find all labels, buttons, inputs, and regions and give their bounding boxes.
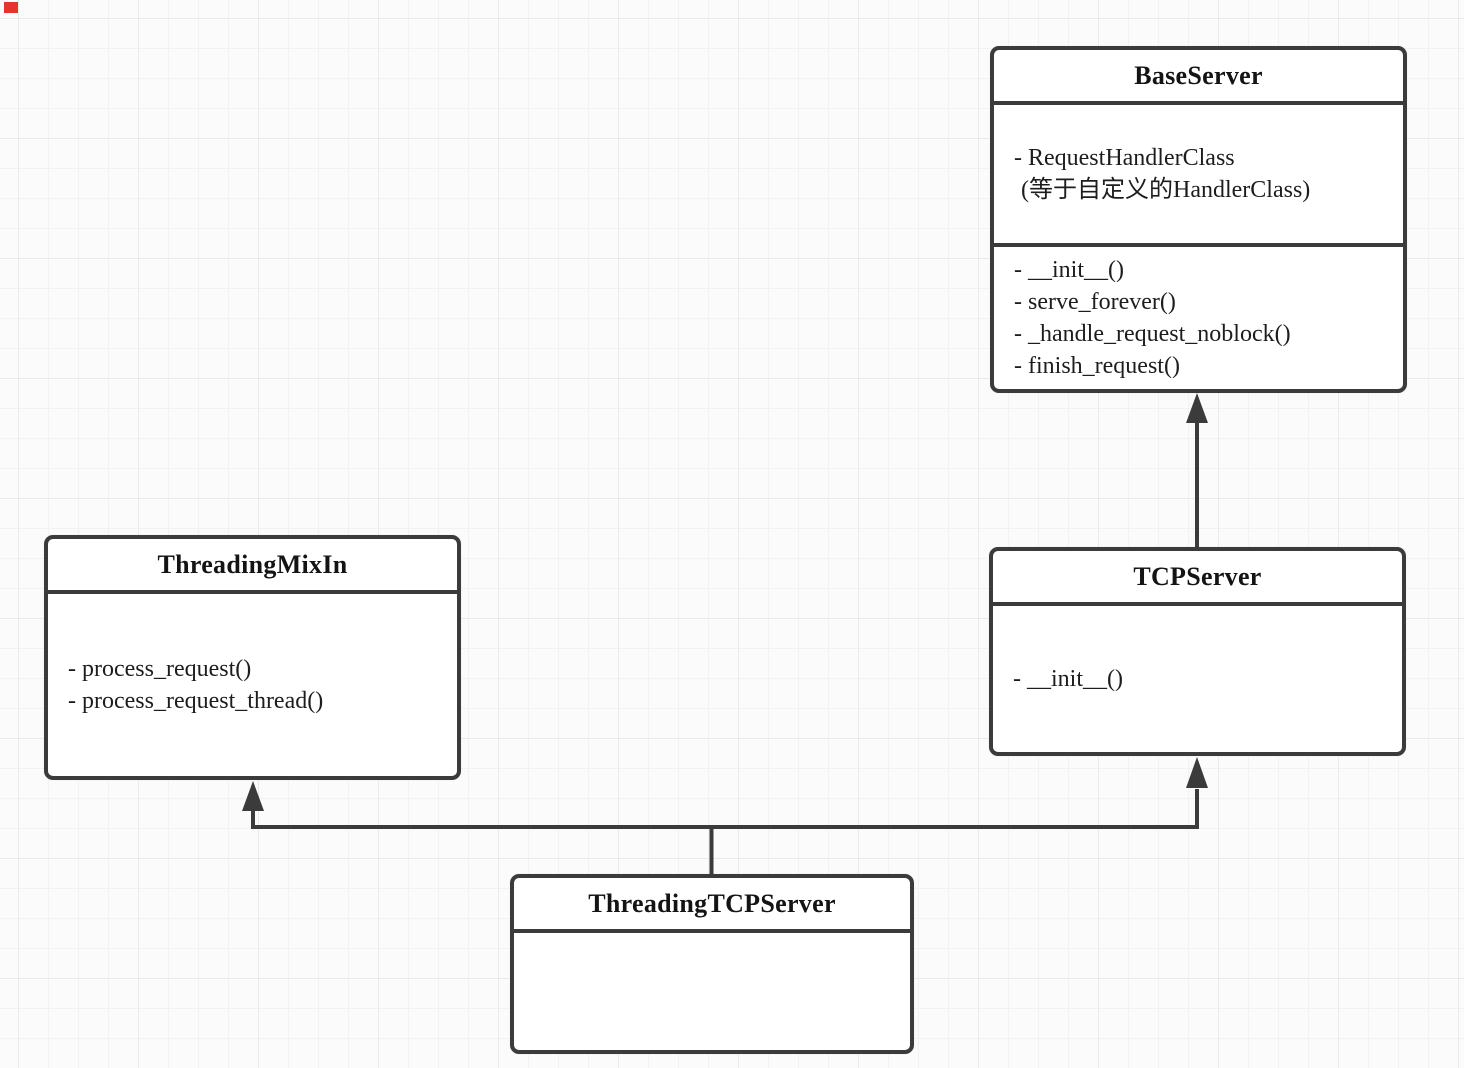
class-box-threadingmixin: ThreadingMixIn - process_request() - pro… <box>44 535 461 780</box>
methods-section-threadingmixin: - process_request() - process_request_th… <box>48 594 457 776</box>
method-line: - __init__() <box>1013 666 1123 692</box>
body-section-threadingtcpserver <box>514 933 910 1050</box>
class-box-baseserver: BaseServer - RequestHandlerClass (等于自定义的… <box>990 46 1407 393</box>
methods-section-tcpserver: - __init__() <box>993 606 1402 752</box>
class-box-tcpserver: TCPServer - __init__() <box>989 547 1406 756</box>
method-line: - serve_forever() <box>1014 289 1176 315</box>
class-title-threadingmixin: ThreadingMixIn <box>48 539 457 594</box>
methods-section-baseserver: - __init__() - serve_forever() - _handle… <box>994 247 1403 389</box>
class-title-tcpserver: TCPServer <box>993 551 1402 606</box>
method-line: - finish_request() <box>1014 353 1180 379</box>
attribute-line-annotation: (等于自定义的HandlerClass) <box>1021 177 1311 203</box>
method-line: - process_request() <box>68 656 252 682</box>
class-title-threadingtcpserver: ThreadingTCPServer <box>514 878 910 933</box>
method-line: - _handle_request_noblock() <box>1014 321 1291 347</box>
inheritance-arrowhead-tcpserver <box>1186 757 1208 788</box>
red-corner-marker <box>4 2 18 13</box>
method-line: - __init__() <box>1014 257 1124 283</box>
attributes-section-baseserver: - RequestHandlerClass (等于自定义的HandlerClas… <box>994 105 1403 247</box>
inheritance-arrowhead-threadingmixin <box>242 781 264 811</box>
inheritance-arrowhead-baseserver <box>1186 393 1208 423</box>
class-title-baseserver: BaseServer <box>994 50 1403 105</box>
method-line: - process_request_thread() <box>68 688 324 714</box>
class-box-threadingtcpserver: ThreadingTCPServer <box>510 874 914 1054</box>
attribute-line: - RequestHandlerClass <box>1014 145 1235 171</box>
